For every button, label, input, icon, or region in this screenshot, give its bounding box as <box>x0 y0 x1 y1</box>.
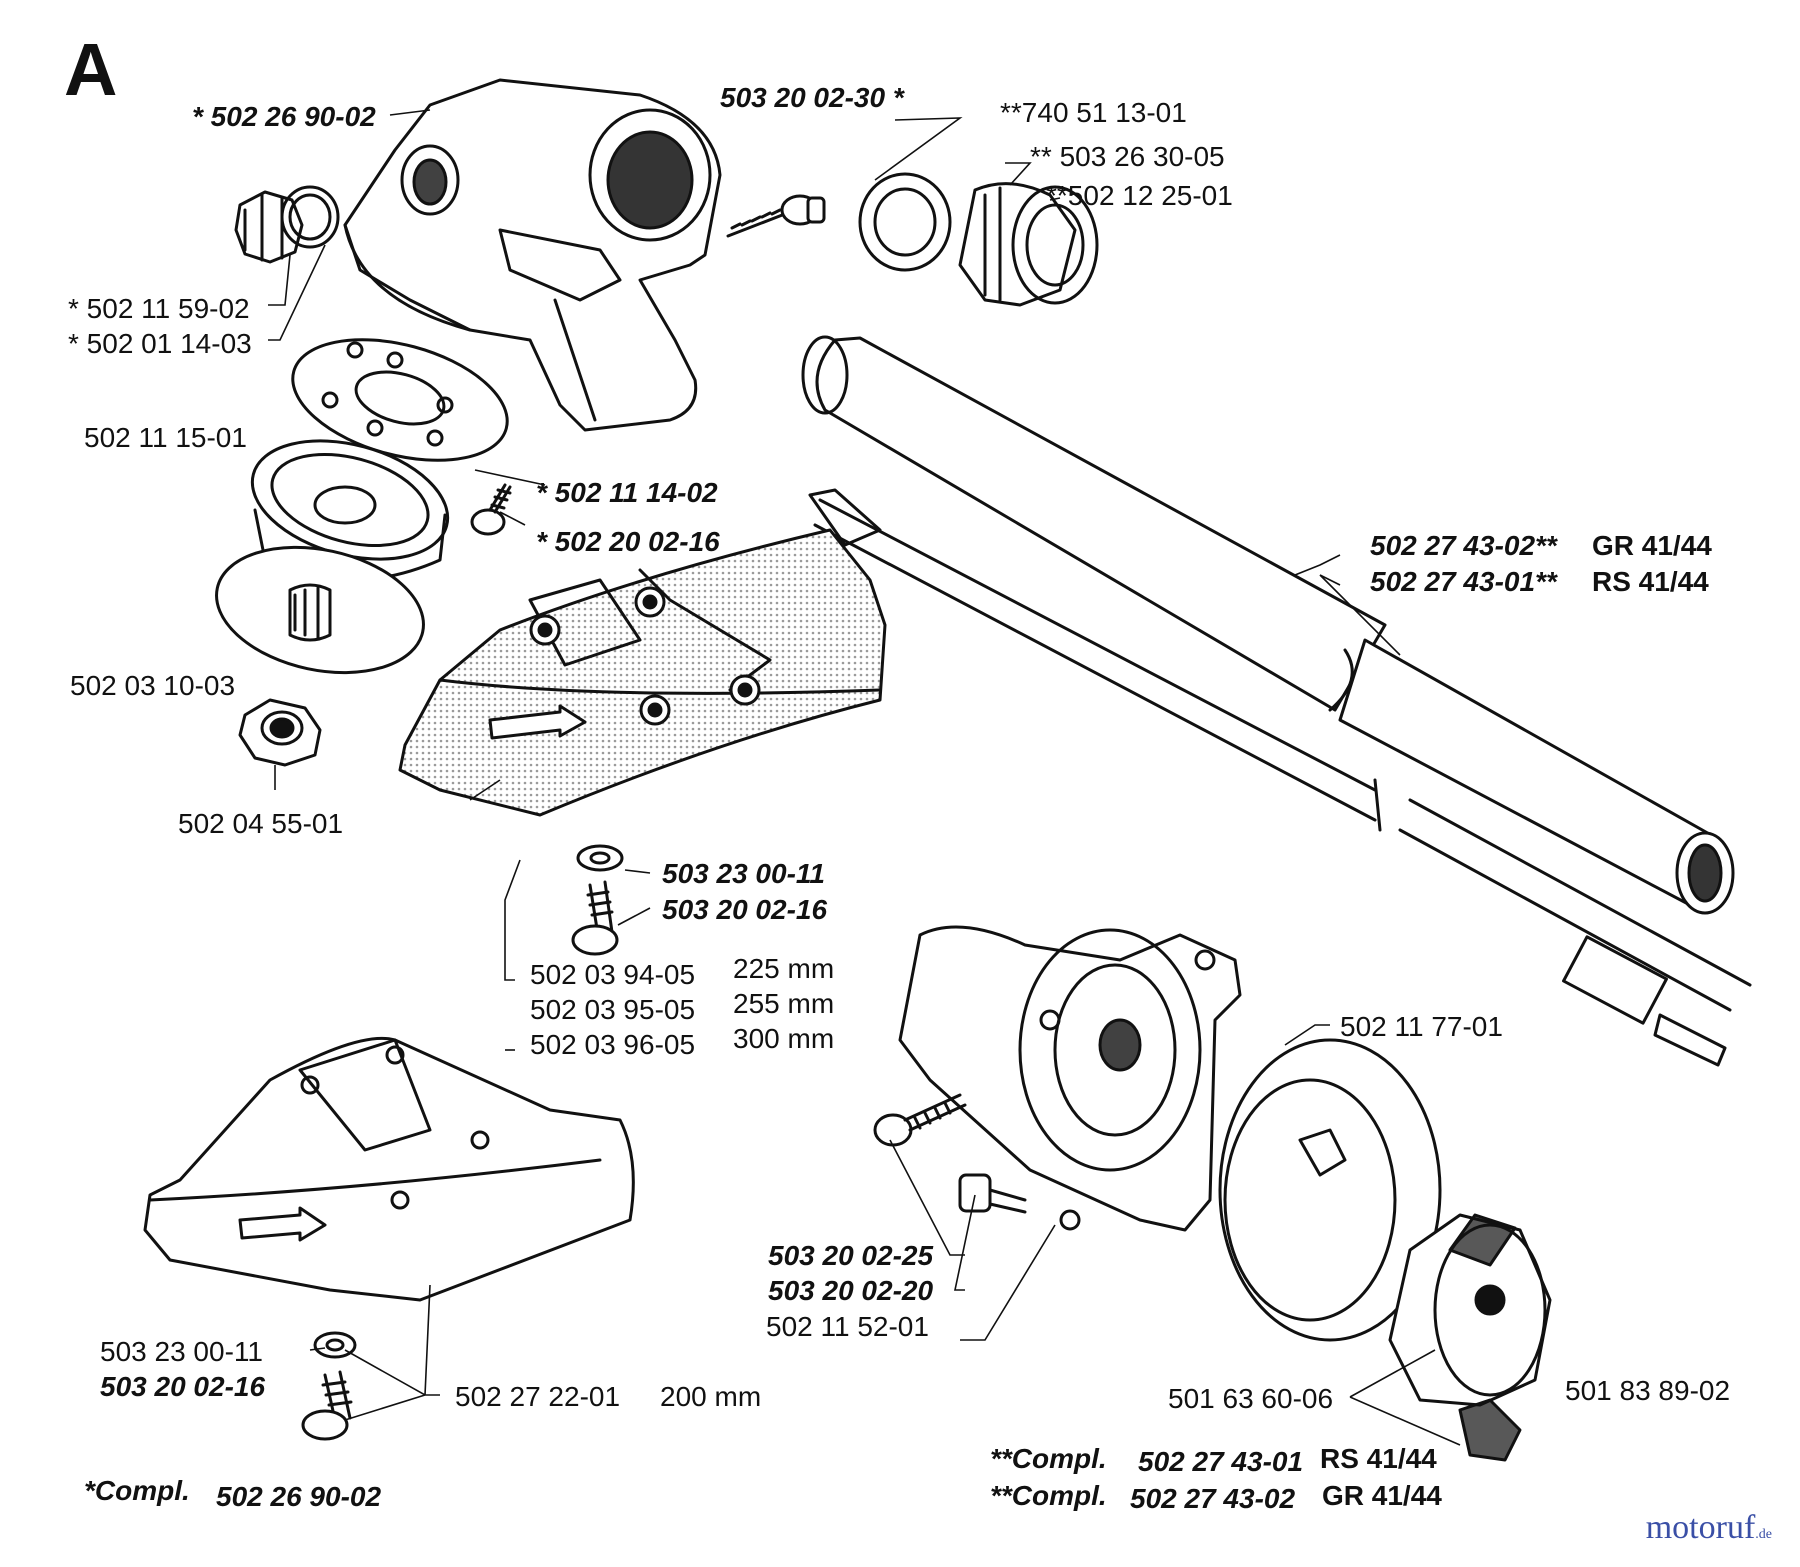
washer-screw-low <box>301 1331 357 1441</box>
label-shaft-a-model: GR 41/44 <box>1592 530 1712 561</box>
footnote-compl-2-prefix: **Compl. <box>990 1480 1107 1511</box>
label-guard-small-size: 200 mm <box>660 1381 762 1412</box>
footnote-compl-3-prefix: *Compl. <box>84 1475 190 1506</box>
label-guard-b: 502 03 95-05 <box>530 994 696 1025</box>
label-drum: 502 11 77-01 <box>1340 1011 1503 1042</box>
guard-large <box>398 528 887 817</box>
footnote-compl-1-model: RS 41/44 <box>1320 1443 1437 1474</box>
footnote-compl-2-part: 502 27 43-02 <box>1130 1483 1296 1514</box>
label-seal-c: **502 12 25-01 <box>1046 180 1233 211</box>
flange-washer <box>291 338 509 462</box>
bushing <box>958 182 1099 307</box>
label-guard-a: 502 03 94-05 <box>530 959 696 990</box>
label-guard-small: 502 27 22-01 <box>455 1381 621 1412</box>
nut <box>238 698 322 767</box>
footnote-compl-2-model: GR 41/44 <box>1322 1480 1442 1511</box>
screw-small-mid <box>470 483 512 536</box>
label-screw-25: 503 20 02-25 <box>768 1240 934 1271</box>
label-shaft-b-model: RS 41/44 <box>1592 566 1709 597</box>
label-washer-top: * 502 11 14-02 <box>536 477 718 508</box>
screw-long <box>873 1093 967 1147</box>
label-gearhead: * 502 26 90-02 <box>192 101 376 132</box>
label-screw-top: 503 20 02-30 * <box>720 82 904 113</box>
footnote-compl-1-part: 502 27 43-01 <box>1138 1446 1304 1477</box>
drive-tube <box>801 335 1735 915</box>
label-clutch-housing: 502 11 52-01 <box>766 1311 929 1342</box>
footnote-compl-3-part: 502 26 90-02 <box>216 1481 382 1512</box>
label-plug: * 502 11 59-02 <box>68 293 250 324</box>
label-nut: 502 04 55-01 <box>178 808 344 839</box>
label-seal-b: ** 503 26 30-05 <box>1030 141 1225 172</box>
label-guard-c: 502 03 96-05 <box>530 1029 696 1060</box>
screw-top <box>726 194 826 238</box>
washer-screw-mid <box>571 844 624 956</box>
section-letter: A <box>64 28 118 111</box>
label-plug-ring: * 502 01 14-03 <box>68 328 252 359</box>
label-screw-20: 503 20 02-20 <box>768 1275 934 1306</box>
watermark-suffix: .de <box>1755 1527 1772 1542</box>
drive-shaft <box>808 488 1752 1067</box>
label-screw-low: 503 20 02-16 <box>100 1371 266 1402</box>
label-guard-c-size: 300 mm <box>733 1023 835 1054</box>
clutch-shoe <box>1388 1213 1552 1462</box>
clutch-drum <box>1218 1038 1442 1342</box>
watermark-logo: motoruf.de <box>1646 1509 1772 1547</box>
label-seal-a: **740 51 13-01 <box>1000 97 1187 128</box>
label-washer-disc: 502 03 10-03 <box>70 670 236 701</box>
label-flange: 502 11 15-01 <box>84 422 247 453</box>
label-washer-low: 503 23 00-11 <box>100 1336 263 1367</box>
guard-small <box>143 1036 635 1302</box>
label-shaft-a: 502 27 43-02** <box>1370 530 1557 561</box>
seal-ring <box>858 172 952 272</box>
clutch-housing <box>898 925 1242 1232</box>
label-clutch-shoe: 501 83 89-02 <box>1565 1375 1731 1406</box>
label-guard-a-size: 225 mm <box>733 953 835 984</box>
washer-disc <box>215 545 425 675</box>
label-screw-small: * 502 20 02-16 <box>536 526 720 557</box>
label-guard-b-size: 255 mm <box>733 988 835 1019</box>
watermark-text: motoruf <box>1645 1509 1756 1546</box>
plug-cap <box>234 185 340 264</box>
screw-short <box>958 1173 1027 1214</box>
label-shaft-b: 502 27 43-01** <box>1370 566 1557 597</box>
footnote-compl-1-prefix: **Compl. <box>990 1443 1107 1474</box>
label-washer-mid: 503 23 00-11 <box>662 858 825 889</box>
gearhead-housing <box>343 78 722 432</box>
label-clutch-spring: 501 63 60-06 <box>1168 1383 1334 1414</box>
label-screw-mid: 503 20 02-16 <box>662 894 828 925</box>
leader-lines <box>268 109 1461 1446</box>
